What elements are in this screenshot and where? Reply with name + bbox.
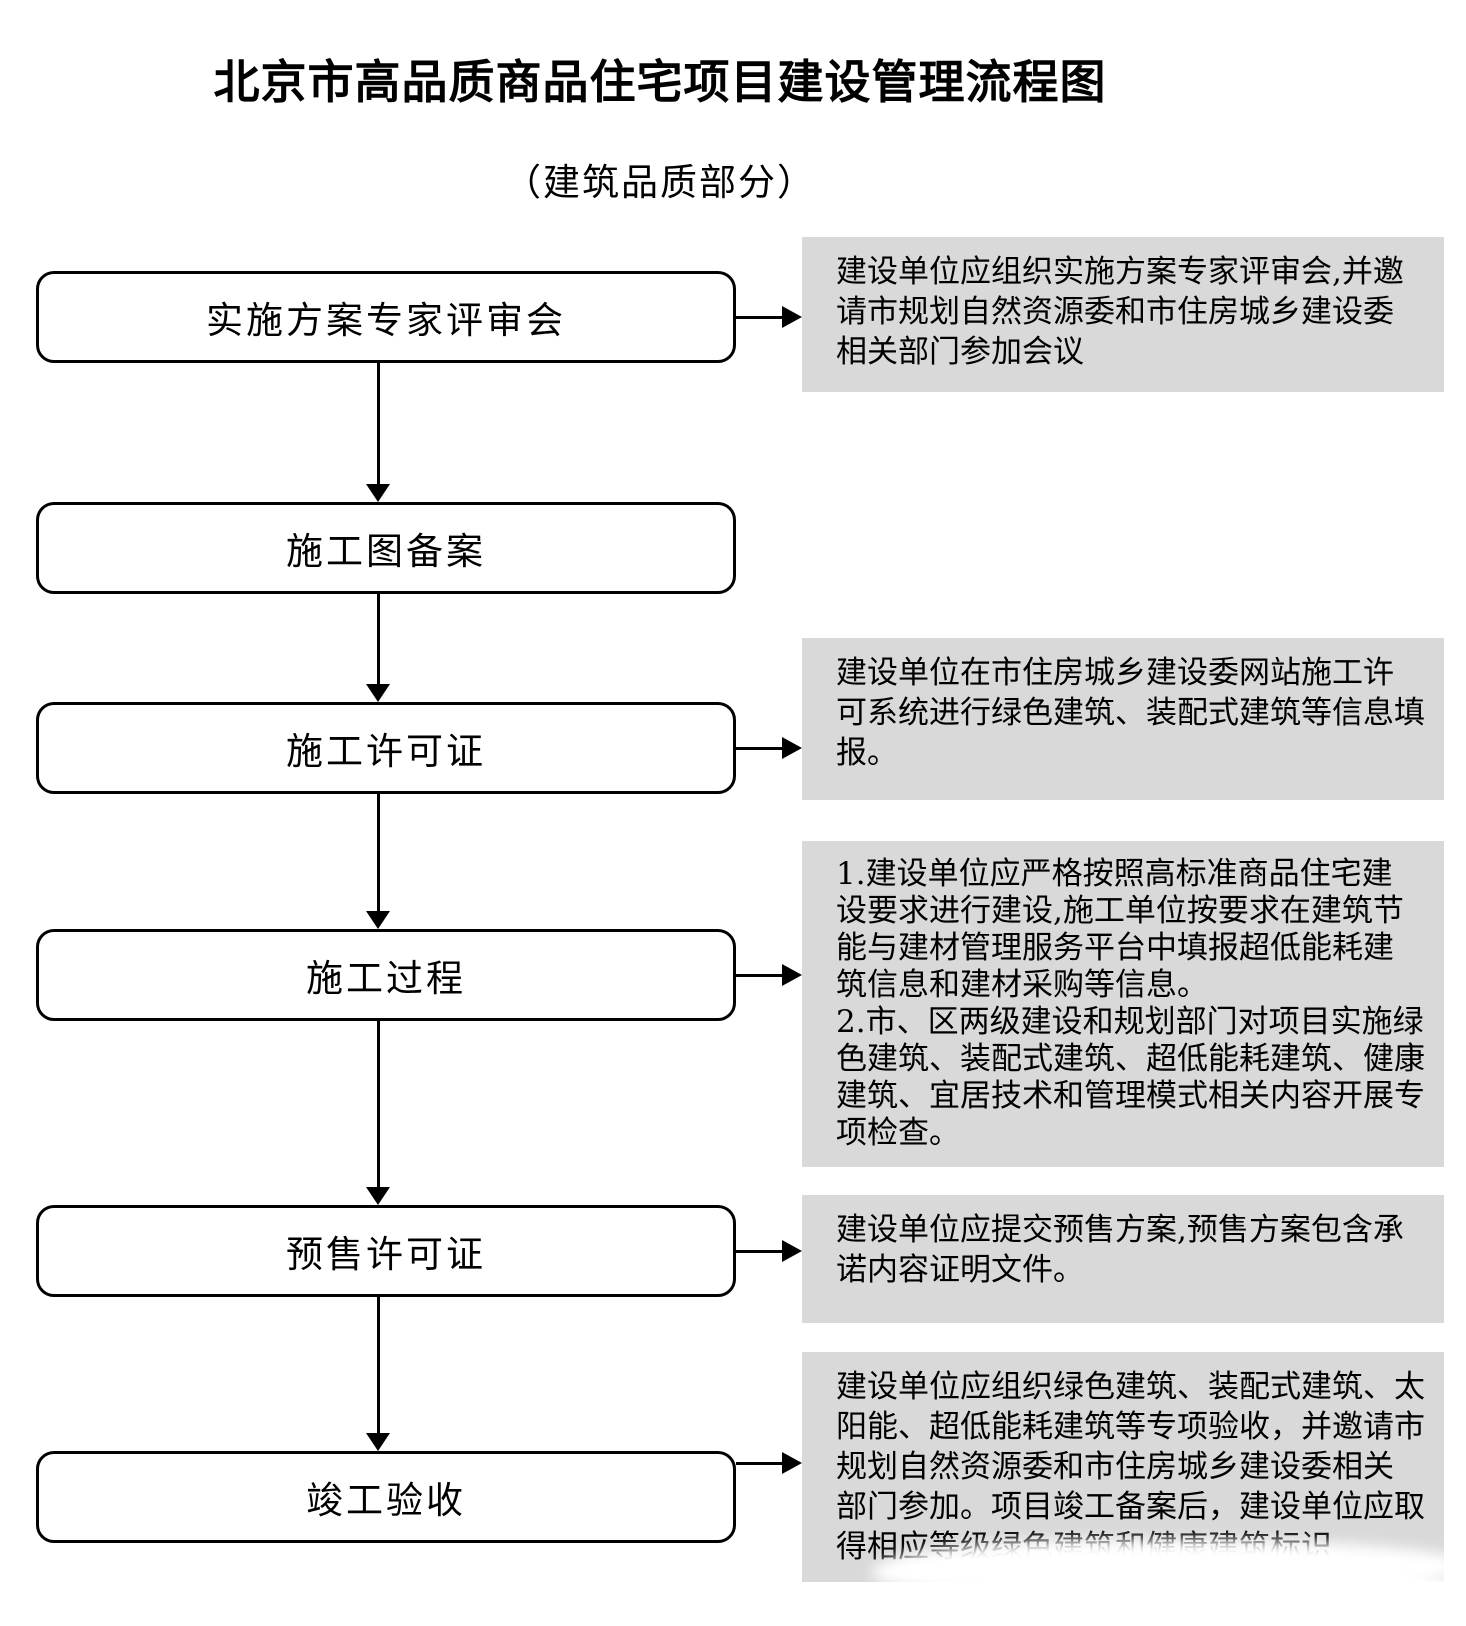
white-smudge-overlay bbox=[1050, 1568, 1466, 1626]
flow-step-construction-permit: 施工许可证 bbox=[36, 702, 736, 794]
arrow-down-icon bbox=[366, 594, 390, 702]
arrow-down-icon bbox=[366, 1021, 390, 1205]
arrow-head bbox=[782, 737, 802, 759]
flow-step-label: 竣工验收 bbox=[306, 1479, 466, 1522]
flow-step-label: 施工图备案 bbox=[286, 530, 486, 573]
arrow-line bbox=[377, 363, 380, 486]
arrow-line bbox=[377, 794, 380, 913]
annotation-text: 建设单位应组织实施方案专家评审会,并邀 请市规划自然资源委和市住房城乡建设委 相… bbox=[836, 254, 1404, 370]
arrow-head bbox=[782, 306, 802, 328]
flow-step-completion-acceptance: 竣工验收 bbox=[36, 1451, 736, 1543]
arrow-line bbox=[736, 315, 782, 319]
arrow-right-icon bbox=[736, 737, 802, 759]
arrow-down-icon bbox=[366, 794, 390, 929]
arrow-head bbox=[366, 684, 390, 702]
annotation-construction-permit: 建设单位在市住房城乡建设委网站施工许 可系统进行绿色建筑、装配式建筑等信息填 报… bbox=[802, 638, 1444, 800]
arrow-head bbox=[782, 964, 802, 986]
arrow-line bbox=[377, 594, 380, 686]
arrow-line bbox=[736, 746, 782, 750]
annotation-text: 建设单位应组织绿色建筑、装配式建筑、太 阳能、超低能耗建筑等专项验收，并邀请市 … bbox=[836, 1369, 1425, 1565]
arrow-head bbox=[366, 1187, 390, 1205]
flow-step-expert-review: 实施方案专家评审会 bbox=[36, 271, 736, 363]
arrow-head bbox=[366, 911, 390, 929]
arrow-head bbox=[366, 1433, 390, 1451]
arrow-head bbox=[366, 484, 390, 502]
annotation-text: 1.建设单位应严格按照高标准商品住宅建 设要求进行建设,施工单位按要求在建筑节 … bbox=[836, 856, 1425, 1151]
flow-step-label: 施工许可证 bbox=[286, 730, 486, 773]
arrow-right-icon bbox=[736, 1240, 802, 1262]
arrow-line bbox=[377, 1021, 380, 1189]
arrow-line bbox=[736, 1461, 782, 1465]
arrow-right-icon bbox=[736, 964, 802, 986]
annotation-text: 建设单位在市住房城乡建设委网站施工许 可系统进行绿色建筑、装配式建筑等信息填 报… bbox=[836, 655, 1425, 771]
annotation-construction-process: 1.建设单位应严格按照高标准商品住宅建 设要求进行建设,施工单位按要求在建筑节 … bbox=[802, 841, 1444, 1167]
annotation-expert-review: 建设单位应组织实施方案专家评审会,并邀 请市规划自然资源委和市住房城乡建设委 相… bbox=[802, 237, 1444, 392]
arrow-down-icon bbox=[366, 1297, 390, 1451]
flow-step-presale-permit: 预售许可证 bbox=[36, 1205, 736, 1297]
arrow-down-icon bbox=[366, 363, 390, 502]
flow-step-construction-process: 施工过程 bbox=[36, 929, 736, 1021]
page-title: 北京市高品质商品住宅项目建设管理流程图 bbox=[213, 55, 1107, 109]
arrow-right-icon bbox=[736, 1452, 802, 1474]
flow-step-label: 实施方案专家评审会 bbox=[206, 299, 566, 342]
arrow-line bbox=[736, 973, 782, 977]
arrow-line bbox=[736, 1249, 782, 1253]
arrow-head bbox=[782, 1452, 802, 1474]
annotation-presale-permit: 建设单位应提交预售方案,预售方案包含承 诺内容证明文件。 bbox=[802, 1195, 1444, 1323]
arrow-head bbox=[782, 1240, 802, 1262]
flow-step-label: 施工过程 bbox=[306, 957, 466, 1000]
arrow-line bbox=[377, 1297, 380, 1435]
annotation-text: 建设单位应提交预售方案,预售方案包含承 诺内容证明文件。 bbox=[836, 1212, 1404, 1288]
flow-step-drawing-filing: 施工图备案 bbox=[36, 502, 736, 594]
flow-step-label: 预售许可证 bbox=[286, 1233, 486, 1276]
page-subtitle: （建筑品质部分） bbox=[504, 161, 816, 204]
arrow-right-icon bbox=[736, 306, 802, 328]
